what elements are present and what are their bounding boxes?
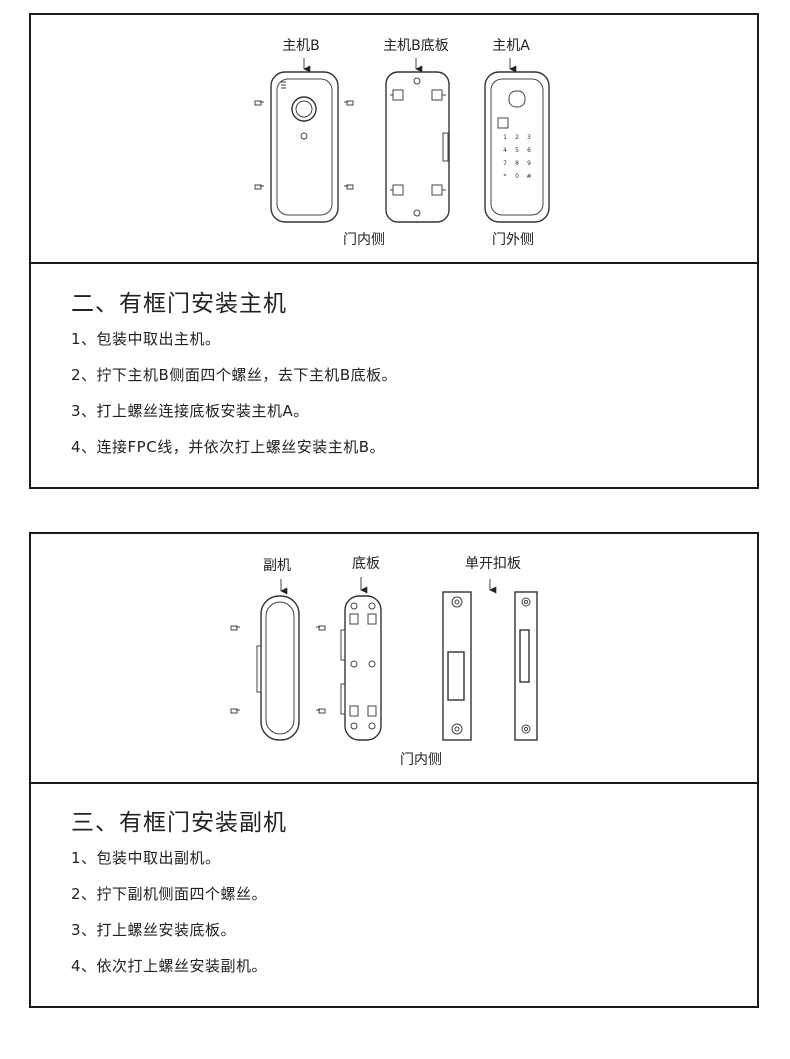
label-door-inside: 门内侧 bbox=[343, 232, 385, 248]
step-item: 2、拧下副机侧面四个螺丝。 bbox=[71, 885, 268, 903]
svg-text:3: 3 bbox=[527, 134, 531, 141]
step-list: 1、包装中取出副机。 2、拧下副机侧面四个螺丝。 3、打上螺丝安装底板。 4、依… bbox=[71, 849, 267, 993]
host-b-unit bbox=[270, 71, 339, 223]
step-item: 4、依次打上螺丝安装副机。 bbox=[71, 957, 268, 975]
step-item: 3、打上螺丝安装底板。 bbox=[71, 921, 237, 939]
host-b-base-unit bbox=[385, 71, 450, 223]
svg-text:1: 1 bbox=[503, 134, 507, 141]
label-door-inside-2: 门内侧 bbox=[400, 752, 442, 768]
step-list: 1、包装中取出主机。 2、拧下主机B侧面四个螺丝，去下主机B底板。 3、打上螺丝… bbox=[71, 330, 397, 474]
host-diagram: 主机B 主机B底板 主机A 门内侧 门外侧 bbox=[31, 15, 757, 264]
step-item: 3、打上螺丝连接底板安装主机A。 bbox=[71, 402, 309, 420]
svg-text:5: 5 bbox=[515, 147, 519, 154]
label-sub-unit: 副机 bbox=[263, 558, 291, 574]
section-title: 二、有框门安装主机 bbox=[71, 291, 287, 317]
screws-host-b bbox=[254, 100, 354, 190]
sub-unit-diagram: 副机 底板 单开扣板 门内侧 bbox=[31, 534, 757, 784]
svg-text:2: 2 bbox=[515, 134, 519, 141]
label-base-plate: 底板 bbox=[352, 556, 380, 572]
host-a-unit: 1 2 3 4 5 6 7 8 9 * 0 # bbox=[484, 71, 550, 223]
svg-text:#: # bbox=[526, 173, 531, 180]
svg-text:0: 0 bbox=[515, 173, 519, 180]
section-host-install: 主机B 主机B底板 主机A 门内侧 门外侧 bbox=[29, 13, 759, 489]
step-item: 2、拧下主机B侧面四个螺丝，去下主机B底板。 bbox=[71, 366, 398, 384]
step-item: 1、包装中取出主机。 bbox=[71, 330, 221, 348]
strike-plate-right bbox=[514, 591, 538, 741]
label-strike-plate: 单开扣板 bbox=[465, 556, 521, 572]
svg-text:4: 4 bbox=[503, 147, 507, 154]
svg-text:8: 8 bbox=[515, 160, 519, 167]
svg-text:7: 7 bbox=[503, 160, 507, 167]
section-title: 三、有框门安装副机 bbox=[71, 810, 287, 836]
svg-text:6: 6 bbox=[527, 147, 531, 154]
label-host-b: 主机B bbox=[282, 38, 320, 54]
step-item: 4、连接FPC线，并依次打上螺丝安装主机B。 bbox=[71, 438, 385, 456]
host-diagram-svg: 主机B 主机B底板 主机A 门内侧 门外侧 bbox=[254, 38, 550, 248]
sub-unit-diagram-svg: 副机 底板 单开扣板 门内侧 bbox=[230, 556, 538, 768]
section-sub-unit-install: 副机 底板 单开扣板 门内侧 bbox=[29, 532, 759, 1008]
screws-sub-unit bbox=[230, 625, 326, 714]
keypad: 1 2 3 4 5 6 7 8 9 * 0 # bbox=[503, 134, 531, 180]
svg-text:9: 9 bbox=[527, 160, 531, 167]
label-host-b-base: 主机B底板 bbox=[383, 38, 449, 54]
base-plate-unit bbox=[340, 595, 382, 741]
svg-text:*: * bbox=[504, 173, 507, 180]
label-door-outside: 门外侧 bbox=[492, 232, 534, 248]
label-host-a: 主机A bbox=[492, 38, 530, 54]
step-item: 1、包装中取出副机。 bbox=[71, 849, 221, 867]
sub-unit bbox=[256, 595, 300, 741]
strike-plate-left bbox=[442, 591, 472, 741]
